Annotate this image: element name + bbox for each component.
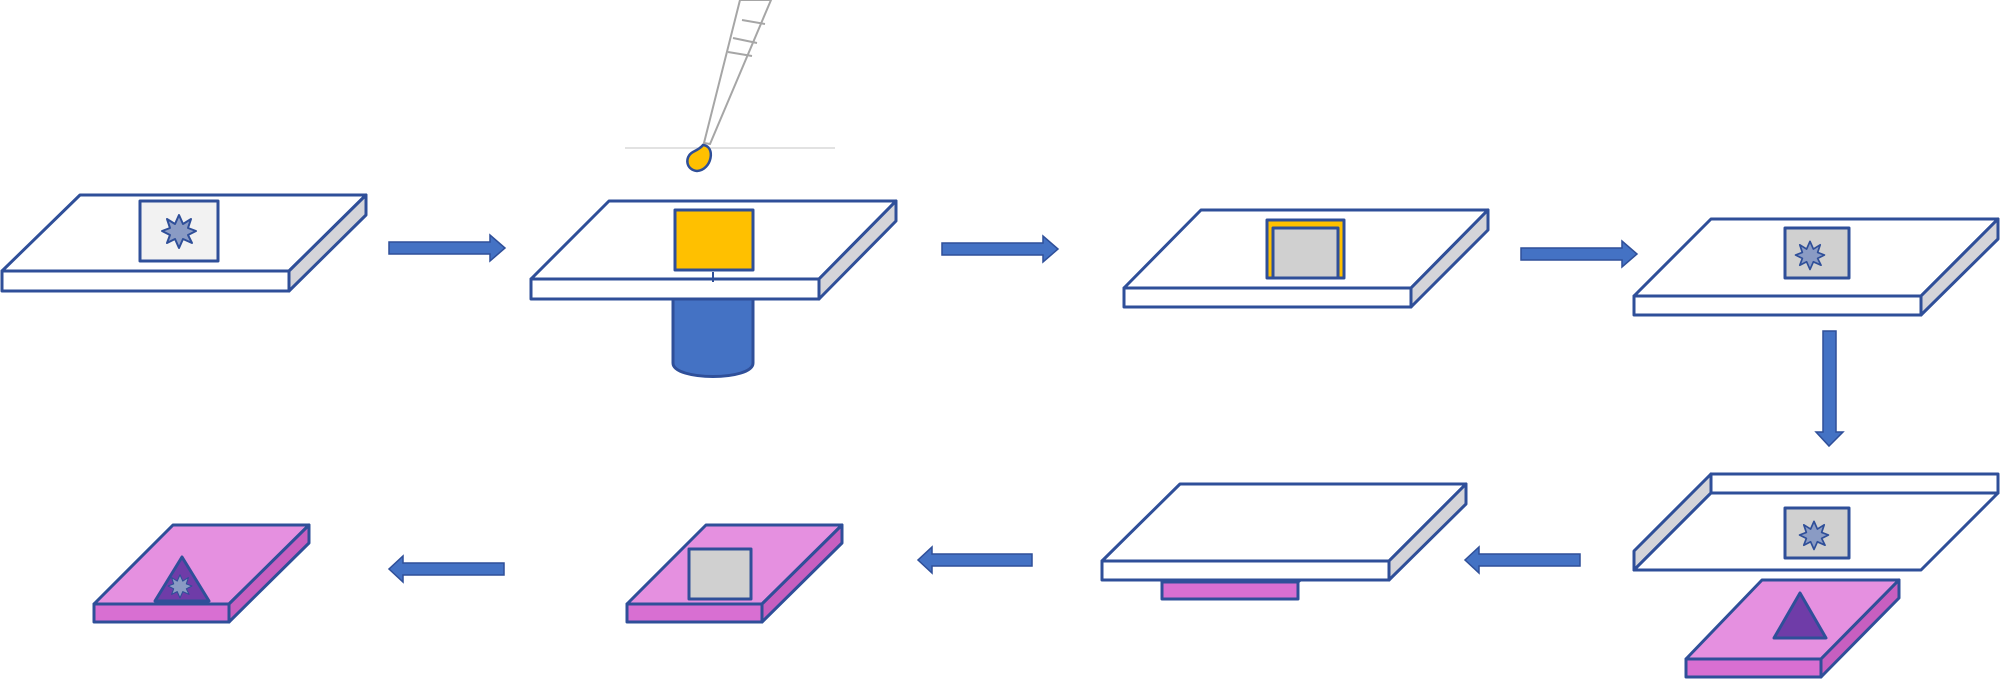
flow-arrow-icon <box>388 233 507 263</box>
step-3-slide <box>1122 208 1490 309</box>
pink-front <box>92 602 231 624</box>
starburst-sample-icon <box>167 574 193 599</box>
gray-layer <box>1271 226 1340 280</box>
slide-front <box>1709 472 2000 495</box>
step-8-group <box>92 523 311 624</box>
triangle-marker-icon <box>1772 591 1828 640</box>
drop-square <box>673 208 755 272</box>
slide-side <box>1409 208 1490 309</box>
starburst-sample-icon <box>1798 520 1830 551</box>
pink-front <box>1684 657 1823 679</box>
gray-layer <box>687 547 753 601</box>
step-7-group <box>625 523 844 624</box>
pink-front <box>625 602 764 624</box>
flow-arrow-icon <box>941 234 1060 264</box>
slide-side <box>817 199 898 301</box>
slide-front <box>1100 559 1391 582</box>
step-1-slide <box>0 193 368 293</box>
slide-front <box>529 277 821 301</box>
step-2-group <box>529 0 898 378</box>
slide-front <box>0 269 291 293</box>
step-5-group <box>1632 472 2000 679</box>
pipette-icon <box>702 0 773 146</box>
pink-side <box>1819 578 1901 679</box>
flow-arrow-icon <box>1814 330 1845 448</box>
flow-arrow-icon <box>387 554 505 584</box>
slide-side <box>1387 482 1468 582</box>
slide-front <box>1122 286 1413 309</box>
flow-arrow-icon <box>1463 545 1581 575</box>
cylinder-stand-icon <box>671 296 755 378</box>
slide-front <box>1632 294 1923 317</box>
flow-arrow-icon <box>1520 239 1639 269</box>
slide-side <box>1919 217 2000 317</box>
step-6-group <box>1100 482 1468 601</box>
pink-side <box>227 523 311 624</box>
slide-side <box>287 193 368 293</box>
flow-arrow-icon <box>916 545 1033 575</box>
pink-side <box>760 523 844 624</box>
droplet-icon <box>686 143 713 173</box>
starburst-sample-icon <box>161 214 197 249</box>
starburst-sample-icon <box>1794 240 1826 271</box>
pink-under-front <box>1160 580 1300 601</box>
step-4-slide <box>1632 217 2000 317</box>
